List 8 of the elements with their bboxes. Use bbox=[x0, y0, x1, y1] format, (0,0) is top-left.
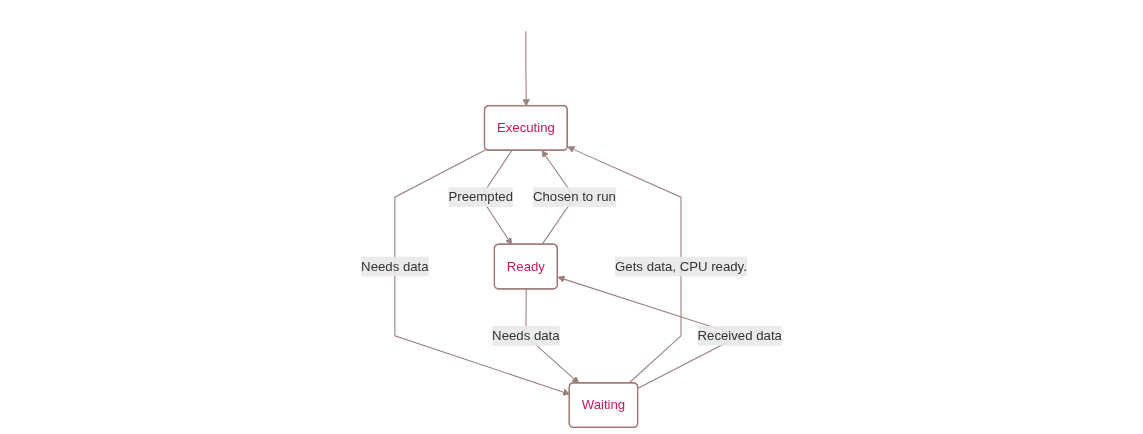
arrow bbox=[567, 146, 682, 384]
edge-label: Received data bbox=[697, 328, 782, 343]
edge-label: Needs data bbox=[361, 259, 429, 274]
edge-label: Chosen to run bbox=[532, 189, 616, 204]
arrow bbox=[522, 30, 530, 107]
edge-label: Gets data, CPU ready. bbox=[615, 259, 747, 274]
edge-label: Needs data bbox=[492, 328, 560, 343]
edge-label: Preempted bbox=[448, 189, 514, 204]
